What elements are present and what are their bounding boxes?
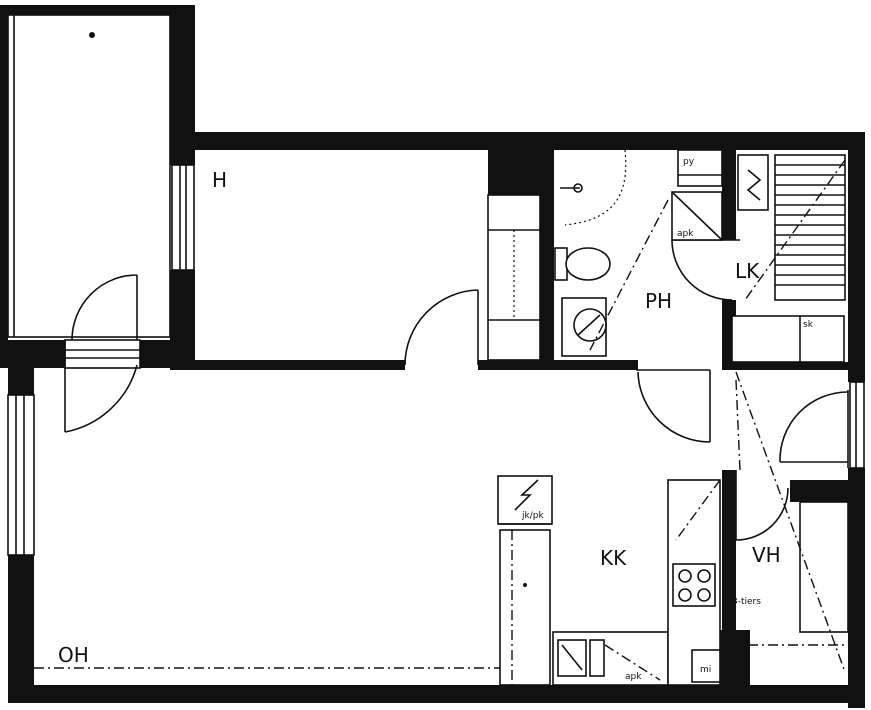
utility-area: [731, 154, 846, 363]
windows: [7, 164, 865, 556]
fixture-label-apk-bath: apk: [677, 229, 694, 239]
interior-walls: [195, 150, 850, 685]
fixture-label-apk-kitchen: apk: [625, 672, 642, 682]
hall-fixtures: [34, 371, 849, 673]
room-label-ph: PH: [645, 289, 672, 313]
fixture-label-sk: sk: [803, 320, 814, 330]
room-label-lk: LK: [735, 259, 760, 283]
doors: [64, 239, 849, 541]
room-label-oh: OH: [58, 643, 89, 667]
fixture-label-tiers: 3-tiers: [732, 597, 761, 607]
room-label-vh: VH: [752, 543, 781, 567]
bathroom-fixtures: [554, 149, 723, 357]
fixture-label-py: py: [683, 157, 695, 167]
balcony: [7, 14, 171, 338]
wardrobe: [487, 194, 541, 361]
fixture-label-mi: mi: [700, 665, 711, 675]
room-label-h: H: [212, 168, 227, 192]
kitchen-fixtures: [497, 475, 721, 686]
room-label-kk: KK: [600, 546, 627, 570]
fixture-label-jk-pk: jk/pk: [521, 511, 544, 521]
outer-walls: [0, 5, 865, 708]
